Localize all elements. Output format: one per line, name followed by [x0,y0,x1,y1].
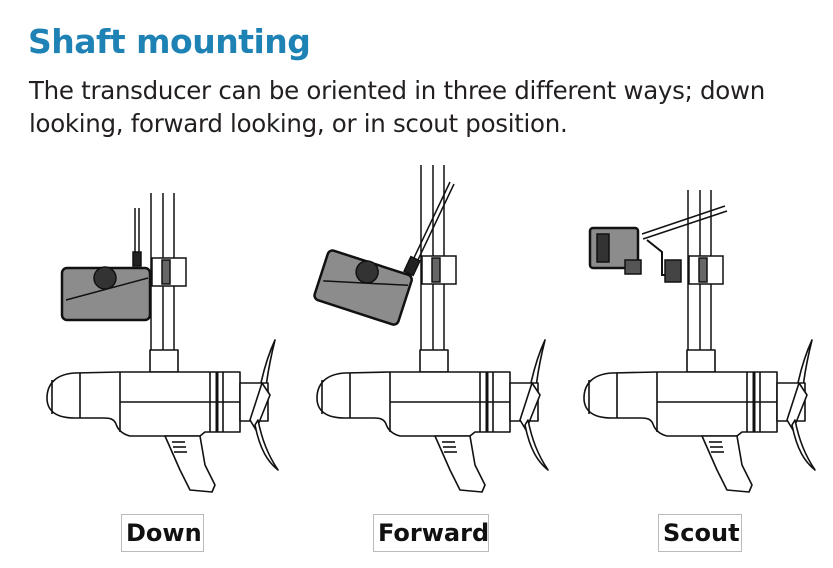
forward-illustration [313,165,550,494]
transducer-forward [313,181,457,326]
label-forward: Forward [373,514,489,552]
trolling-motor-body [45,338,280,494]
trolling-motor-body [582,338,817,494]
label-scout: Scout [658,514,742,552]
label-down: Down [121,514,204,552]
trolling-motor-body [315,338,550,494]
down-illustration [45,193,280,494]
transducer-down [60,208,187,322]
transducer-scout [588,205,728,285]
page-title: Shaft mounting [28,22,311,61]
description: The transducer can be oriented in three … [29,76,765,138]
scout-illustration [582,190,817,494]
